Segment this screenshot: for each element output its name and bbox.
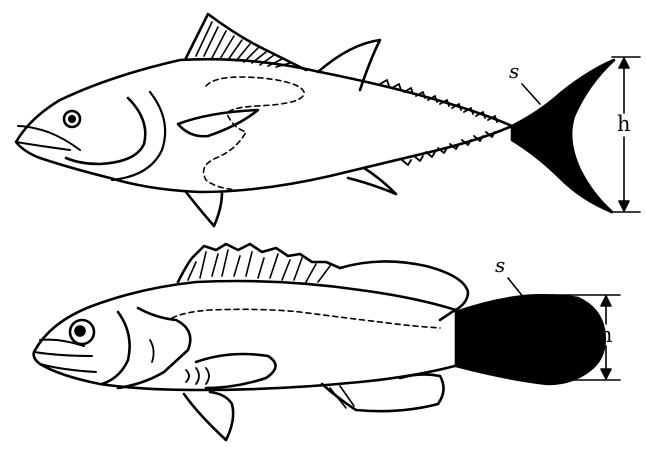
grouper-pelvic-fin <box>184 392 233 440</box>
tuna-fish <box>16 14 640 226</box>
grouper-caudal-fin-label: s <box>495 253 505 277</box>
tuna-body-outline <box>16 59 512 192</box>
tuna-caudal-fin-label: s <box>509 59 519 83</box>
tuna-s-leader-line <box>522 84 540 104</box>
tuna-anal-fin <box>348 168 396 194</box>
grouper-gill-cover <box>102 308 190 388</box>
tuna-gill-cover <box>66 98 145 164</box>
tuna-caudal-fin <box>512 60 614 212</box>
tuna-height-label: h <box>617 112 631 136</box>
tuna-pelvic-fin <box>186 192 222 226</box>
grouper-dashed-line <box>172 309 440 328</box>
tuna-pupil <box>69 116 75 122</box>
grouper-height-label: h <box>599 323 613 347</box>
grouper-body-outline <box>34 281 462 390</box>
grouper-pupil <box>76 327 85 336</box>
grouper-fish <box>34 244 620 440</box>
grouper-spiny-dorsal-fin <box>178 244 340 282</box>
tuna-pectoral-fin <box>178 110 258 136</box>
grouper-s-leader-line <box>508 278 524 298</box>
grouper-gill-marks <box>186 368 209 384</box>
grouper-caudal-fin <box>456 295 605 384</box>
